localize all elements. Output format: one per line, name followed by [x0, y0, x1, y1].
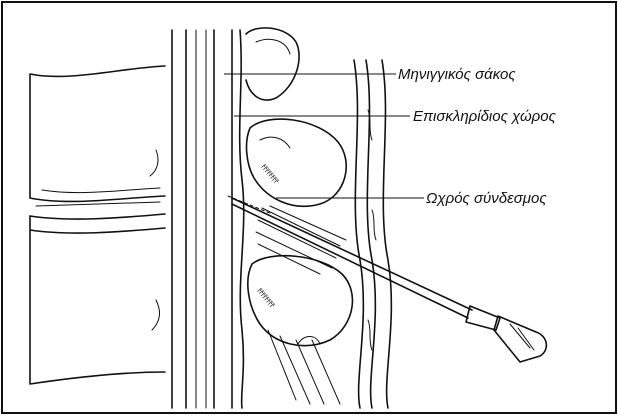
- label-epidural-space: Επισκληρίδιος χώρος: [413, 108, 557, 125]
- label-ligamentum-flavum: Ωχρός σύνδεσμος: [426, 190, 547, 207]
- label-meningeal-sac: Μηνιγγικός σάκος: [398, 66, 516, 83]
